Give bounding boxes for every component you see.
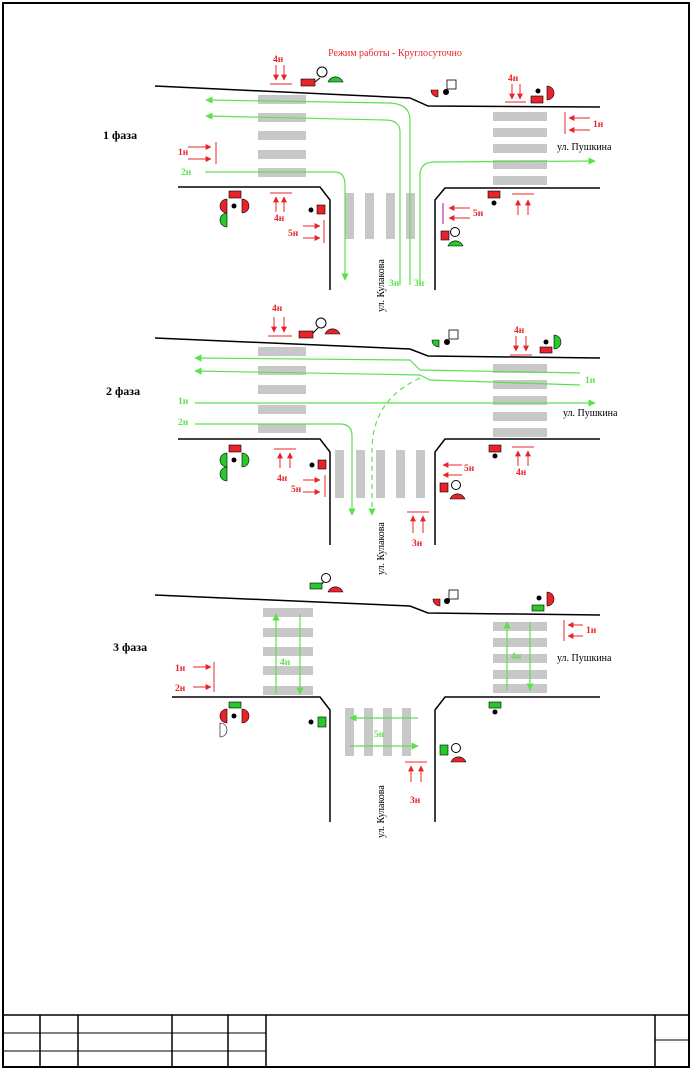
mode-text: Режим работы - Круглосуточно [328, 48, 462, 59]
p2-street-east: ул. Пушкина [563, 408, 618, 419]
ped-arrows-2 [268, 317, 534, 533]
p1-ped4-ne: 4н [508, 74, 519, 84]
road-edge-sw [178, 186, 331, 290]
crosswalk-south-2 [335, 450, 425, 498]
p2-ped4-se: 4н [516, 468, 527, 478]
ped-arrows-3-green [272, 613, 534, 750]
road-edge-se-2 [434, 438, 600, 545]
p2-lane2: 2н [178, 418, 189, 428]
phase-3-title: 3 фаза [113, 640, 147, 654]
p1-lane3a: 3н [389, 279, 400, 289]
road-edge-sw-2 [178, 438, 331, 545]
crosswalk-west-3 [263, 608, 313, 695]
p3-street-east: ул. Пушкина [557, 653, 612, 664]
title-block [4, 1014, 690, 1068]
crosswalk-west-2 [258, 347, 306, 433]
road-edge-north [154, 85, 601, 108]
p2-ped5-sw: 5н [291, 485, 302, 495]
road-edge-se-3 [434, 696, 600, 822]
p1-lane3b: 3н [414, 279, 425, 289]
p3-street-south: ул. Кулакова [376, 785, 387, 838]
p3-west1: 1н [175, 664, 186, 674]
vehicle-paths [205, 96, 596, 285]
road-edge-sw-3 [172, 696, 331, 822]
p2-east1: 1н [585, 376, 596, 386]
crosswalk-east [493, 112, 547, 185]
p1-signals [219, 66, 555, 247]
phase-2: 2 фаза [106, 304, 618, 575]
phase-2-title: 2 фаза [106, 384, 140, 398]
p3-ped5: 5н [374, 730, 385, 740]
road-edge-north-2 [154, 337, 601, 359]
phase-3: 3 фаза [113, 573, 612, 838]
phase-1: 1 фаза [103, 55, 612, 312]
p1-ped1-east: 1н [593, 120, 604, 130]
p3-ped4w: 4н [280, 658, 291, 668]
vehicle-paths-2 [194, 354, 596, 516]
ped-arrows-3-red [193, 620, 583, 782]
p2-ped4-north: 4н [272, 304, 283, 314]
p1-ped5-sw: 5н [288, 229, 299, 239]
crosswalk-west [258, 95, 306, 177]
p1-ped5-se: 5н [473, 209, 484, 219]
p3-east1: 1н [586, 626, 597, 636]
crosswalk-east-2 [493, 364, 547, 437]
p2-ped4-sw: 4н [277, 474, 288, 484]
p1-street-east: ул. Пушкина [557, 142, 612, 153]
p2-ped4-ne: 4н [514, 326, 525, 336]
crosswalk-east-3 [493, 622, 547, 693]
crosswalk-south-3 [345, 708, 411, 756]
p2-lane1: 1н [178, 397, 189, 407]
road-edge-se [434, 187, 600, 290]
crosswalk-south [345, 193, 415, 239]
p1-ped4-sw: 4н [274, 214, 285, 224]
ped-arrows [188, 65, 590, 243]
p2-signals [219, 317, 562, 500]
phase-1-title: 1 фаза [103, 128, 137, 142]
p3-south3: 3н [410, 796, 421, 806]
p3-signals [219, 573, 555, 763]
p1-street-south: ул. Кулакова [376, 259, 387, 312]
p2-street-south: ул. Кулакова [376, 522, 387, 575]
p1-ped4-north: 4н [273, 55, 284, 65]
p1-lane2: 2н [181, 168, 192, 178]
p3-ped4e: 4н [511, 652, 522, 662]
p1-lane1: 1н [178, 148, 189, 158]
p2-south3: 3н [412, 539, 423, 549]
p3-west2: 2н [175, 684, 186, 694]
road-edge-north-3 [154, 594, 601, 616]
p2-ped5-se: 5н [464, 464, 475, 474]
